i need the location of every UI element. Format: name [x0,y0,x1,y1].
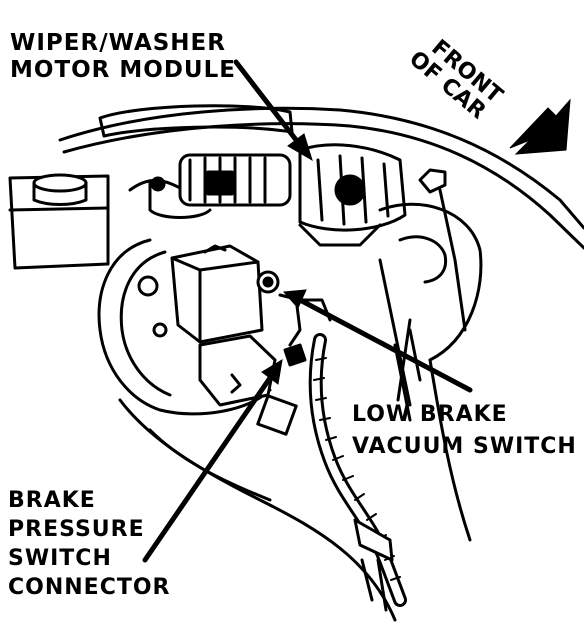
label-line: CONNECTOR [8,575,171,600]
brake-pressure-switch-connector-label: BRAKE PRESSURE SWITCH CONNECTOR [8,490,171,599]
label-line: WIPER/WASHER [10,30,226,56]
cowl-outline-inner [62,122,584,250]
low-brake-leader-arrow [282,289,473,393]
wiper-motor [178,143,407,247]
firewall-shape [378,202,483,362]
brake-pressure-switch [198,334,307,436]
cowl-outline [58,106,584,230]
label-line: SWITCH [8,546,112,571]
brake-pressure-leader-arrow [142,359,283,563]
label-line: BRAKE [8,488,96,513]
brake-controller [170,244,264,344]
front-of-car-arrow [509,98,571,155]
low-brake-leader-arrow-2 [378,258,412,407]
wiper-washer-motor-module-label: WIPER/WASHER MOTOR MODULE [10,32,236,82]
wiper-leader-arrow [233,59,313,162]
label-line: MOTOR MODULE [10,57,236,83]
label-line: VACUUM SWITCH [352,434,577,459]
label-line: PRESSURE [8,517,145,542]
fluid-reservoir [8,173,110,270]
low-brake-vacuum-switch-label: LOW BRAKE VACUUM SWITCH [352,404,577,458]
brake-booster [97,238,272,416]
label-line: LOW BRAKE [352,402,508,427]
